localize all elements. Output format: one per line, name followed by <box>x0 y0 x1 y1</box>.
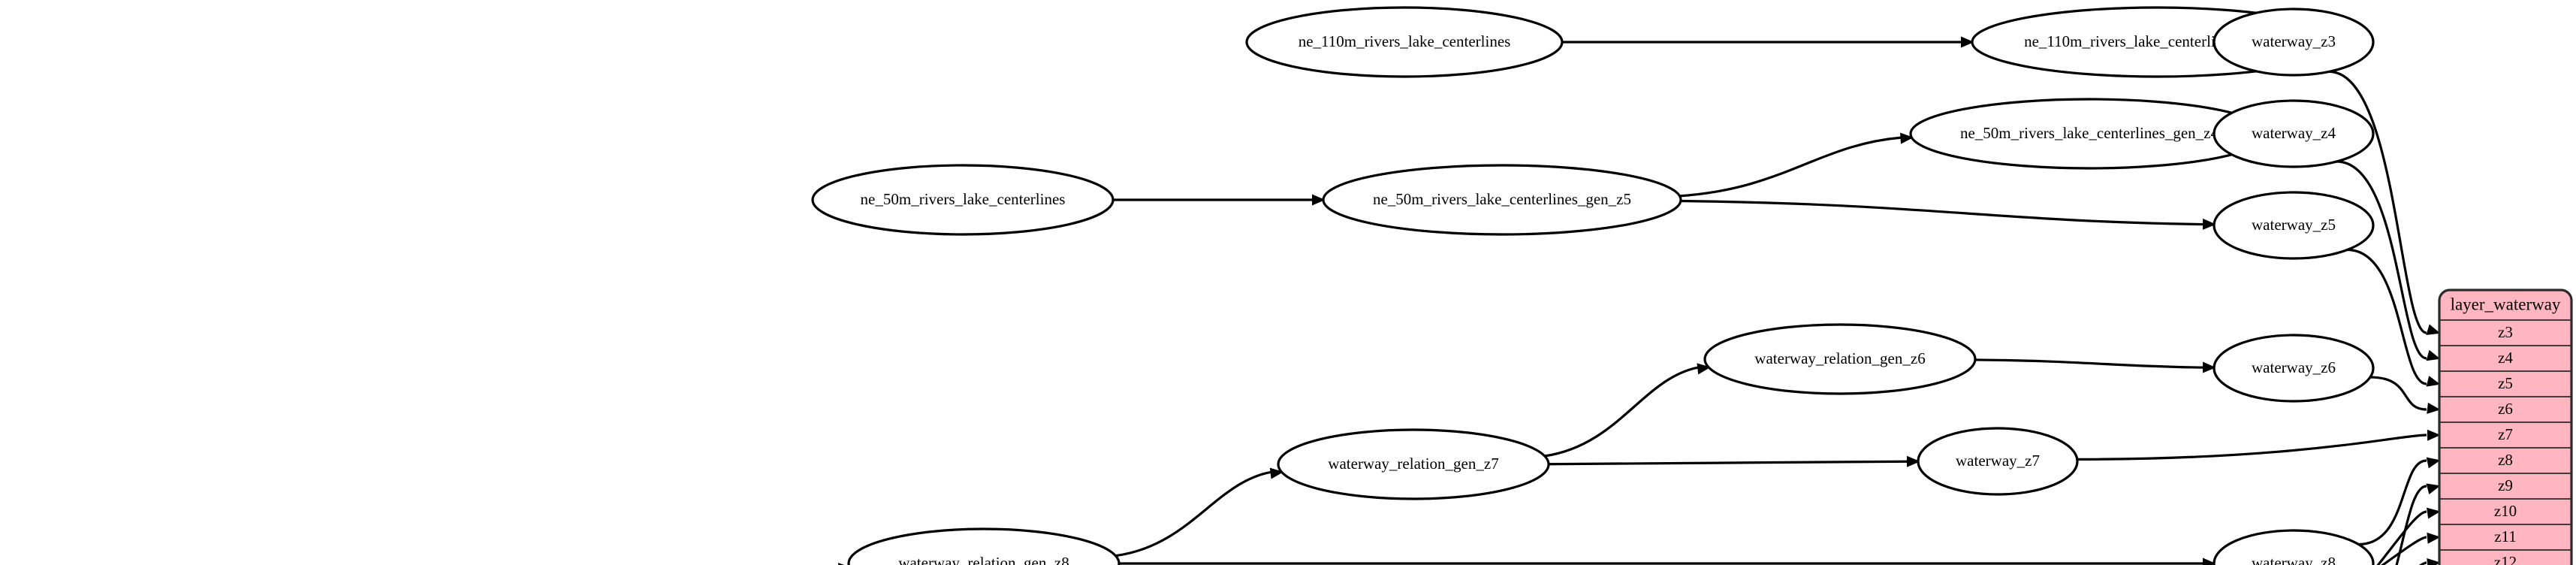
node-shape[interactable] <box>1322 164 1682 236</box>
table-row-z10[interactable]: z10 <box>2494 502 2517 520</box>
node-label: waterway_relation_gen_z7 <box>1328 455 1498 473</box>
table-row-z5[interactable]: z5 <box>2498 374 2513 392</box>
edge-arrowhead <box>2426 457 2441 469</box>
edge-ne_50m_rivers_lake_centerlines_gen_z5-to-ne_50m_rivers_lake_centerlines_gen_z4 <box>1679 136 1902 198</box>
node-waterway_z3[interactable]: waterway_z3 <box>2213 8 2375 77</box>
node-shape[interactable] <box>1245 6 1564 78</box>
edge-waterway_relation_gen_z8-to-waterway_relation_gen_z7 <box>1115 470 1271 557</box>
edge-arrowhead <box>2202 361 2216 373</box>
node-label: waterway_z3 <box>2252 32 2336 50</box>
node-label: ne_110m_rivers_lake_centerlines <box>1299 32 1511 50</box>
node-label: waterway_relation_gen_z6 <box>1754 349 1925 367</box>
node-ne_50m_rivers_lake_centerlines_gen_z5[interactable]: ne_50m_rivers_lake_centerlines_gen_z5 <box>1322 164 1682 236</box>
edge-waterway_z8-to-layer_waterway-z8 <box>2358 459 2427 546</box>
edge-arrowhead <box>2427 429 2441 441</box>
node-label: waterway_z6 <box>2252 358 2336 376</box>
node-shape[interactable] <box>847 527 1121 565</box>
node-ne_110m_rivers_lake_centerlines[interactable]: ne_110m_rivers_lake_centerlines <box>1245 6 1564 78</box>
edge-waterway_z4-to-layer_waterway-z4 <box>2336 160 2427 360</box>
node-waterway_relation_gen_z7[interactable]: waterway_relation_gen_z7 <box>1277 428 1550 500</box>
edge-arrowhead <box>2426 483 2441 495</box>
node-label: waterway_z7 <box>1956 452 2040 470</box>
node-waterway_z6[interactable]: waterway_z6 <box>2213 334 2375 403</box>
edge-waterway_relation_gen_z7-to-waterway_z7 <box>1548 460 1908 466</box>
node-ne_50m_rivers_lake_centerlines_gen_z4[interactable]: ne_50m_rivers_lake_centerlines_gen_z4 <box>1909 98 2270 170</box>
table-row-z3[interactable]: z3 <box>2498 323 2513 341</box>
node-label: waterway_z8 <box>2252 554 2336 565</box>
node-layer: imposm3osm_waterway_relationosm_waterway… <box>811 6 2375 565</box>
layer-waterway-table: layer_waterwayz3z4z5z6z7z8z9z10z11z12z13… <box>2438 289 2573 565</box>
edge-arrowhead <box>1312 194 1326 206</box>
table-body <box>2438 289 2573 565</box>
node-label: waterway_z4 <box>2252 124 2336 142</box>
node-shape[interactable] <box>2213 8 2375 77</box>
node-label: ne_50m_rivers_lake_centerlines <box>861 190 1066 208</box>
node-waterway_z4[interactable]: waterway_z4 <box>2213 99 2375 168</box>
table-row-z4[interactable]: z4 <box>2498 349 2513 367</box>
edge-arrowhead <box>2427 507 2441 519</box>
edge-arrowhead <box>2426 324 2441 335</box>
node-waterway_z5[interactable]: waterway_z5 <box>2213 191 2375 260</box>
node-shape[interactable] <box>811 164 1115 236</box>
edge-layer <box>838 30 2441 565</box>
edge-arrowhead <box>2202 218 2216 230</box>
edge-arrowhead <box>1900 132 1914 144</box>
edge-arrowhead <box>2427 532 2441 544</box>
node-shape[interactable] <box>2213 99 2375 168</box>
node-waterway_relation_gen_z6[interactable]: waterway_relation_gen_z6 <box>1703 323 1977 395</box>
node-label: ne_50m_rivers_lake_centerlines_gen_z5 <box>1373 190 1631 208</box>
edge-waterway_z3-to-layer_waterway-z3 <box>2329 70 2427 334</box>
edge-arrowhead <box>2427 402 2441 414</box>
edge-waterway_z10-to-layer_waterway-z10 <box>2376 510 2427 565</box>
edge-waterway_relation_gen_z7-to-waterway_relation_gen_z6 <box>1544 366 1699 458</box>
node-waterway_z8[interactable]: waterway_z8 <box>2213 529 2375 565</box>
node-shape[interactable] <box>2213 334 2375 403</box>
edge-arrowhead <box>2426 376 2441 387</box>
edge-arrowhead <box>2426 349 2441 361</box>
table-row-z7[interactable]: z7 <box>2498 425 2513 443</box>
edge-arrowhead <box>1961 36 1974 48</box>
node-waterway_z7[interactable]: waterway_z7 <box>1917 427 2079 496</box>
edge-arrowhead <box>1906 455 1920 467</box>
node-shape[interactable] <box>2213 191 2375 260</box>
edge-waterway_z7-to-layer_waterway-z7 <box>2077 434 2427 461</box>
node-shape[interactable] <box>1703 323 1977 395</box>
edge-waterway_z11-to-layer_waterway-z11 <box>2381 536 2427 565</box>
node-shape[interactable] <box>1277 428 1550 500</box>
table-row-z9[interactable]: z9 <box>2498 476 2513 494</box>
edge-arrowhead <box>1269 467 1284 479</box>
table-row-z11[interactable]: z11 <box>2494 527 2517 545</box>
node-shape[interactable] <box>1917 427 2079 496</box>
edge-arrowhead <box>2203 557 2216 565</box>
edge-ne_50m_rivers_lake_centerlines_gen_z5-to-waterway_z5 <box>1680 199 2204 226</box>
table-row-z12[interactable]: z12 <box>2494 553 2517 565</box>
edge-waterway_z6-to-layer_waterway-z6 <box>2369 376 2427 411</box>
node-shape[interactable] <box>2213 529 2375 565</box>
node-label: waterway_relation_gen_z8 <box>898 554 1069 565</box>
node-label: waterway_z5 <box>2252 216 2336 234</box>
table-header-label: layer_waterway <box>2451 295 2561 313</box>
node-waterway_relation_gen_z8[interactable]: waterway_relation_gen_z8 <box>847 527 1121 565</box>
node-label: ne_50m_rivers_lake_centerlines_gen_z4 <box>1960 124 2219 142</box>
node-ne_50m_rivers_lake_centerlines[interactable]: ne_50m_rivers_lake_centerlines <box>811 164 1115 236</box>
edge-waterway_z5-to-layer_waterway-z5 <box>2347 248 2427 385</box>
edge-arrowhead <box>2427 558 2441 565</box>
edge-waterway_z9-to-layer_waterway-z9 <box>2395 485 2427 565</box>
edge-waterway_relation_gen_z6-to-waterway_z6 <box>1974 358 2204 369</box>
table-row-z6[interactable]: z6 <box>2498 400 2513 418</box>
edge-arrowhead <box>1697 363 1711 375</box>
table-row-z8[interactable]: z8 <box>2498 451 2513 469</box>
